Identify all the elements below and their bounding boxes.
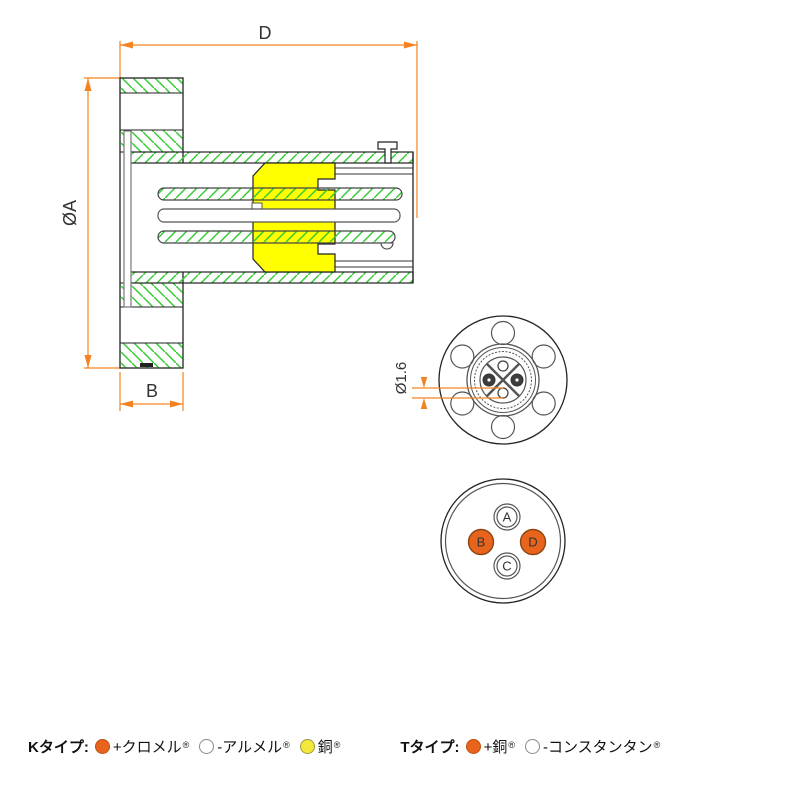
- dimension-pin-diameter: Ø1.6: [393, 362, 503, 409]
- dimension-d-label: D: [259, 23, 272, 43]
- dimension-pin-diameter-label: Ø1.6: [393, 362, 410, 395]
- pin-d: D: [519, 528, 547, 556]
- dimension-a: ØA: [60, 77, 120, 369]
- chromel-text: +クロメル: [112, 739, 182, 756]
- legend-item-copper: 銅 ®: [299, 736, 341, 757]
- pin-d-label: D: [528, 535, 537, 550]
- cross-section-view: D ØA B: [60, 23, 418, 411]
- constantan-reg-mark: ®: [653, 739, 661, 750]
- copper-text: 銅: [317, 739, 333, 756]
- flange-end-view: Ø1.6: [393, 315, 568, 445]
- dimension-a-label: ØA: [60, 200, 80, 226]
- pin-b-label: B: [477, 535, 486, 550]
- weld-lip-plate: [123, 130, 132, 308]
- t-type-legend: Tタイプ: +銅 ® -コンスタンタン ®: [400, 736, 670, 757]
- pin-configuration-view: A B D C: [440, 478, 566, 604]
- pin-a: A: [493, 503, 521, 531]
- white-dot-icon: [199, 739, 215, 754]
- chromel-reg-mark: ®: [182, 739, 190, 750]
- alumel-reg-mark: ®: [283, 739, 290, 750]
- legend-item-alumel: -アルメル ®: [199, 736, 290, 757]
- tube-key: [377, 141, 398, 164]
- material-legend: Kタイプ: +クロメル ® -アルメル ® 銅 ® Tタイプ: +銅 ® -コン…: [28, 736, 788, 757]
- alumel-text: -アルメル: [217, 739, 283, 756]
- yellow-dot-icon: [299, 739, 315, 754]
- copper-reg-mark: ®: [333, 739, 341, 750]
- t-copper-text: +銅: [483, 739, 508, 756]
- t-type-label: Tタイプ:: [400, 739, 460, 756]
- pin-c-label: C: [502, 559, 511, 574]
- legend-item-t-copper: +銅 ®: [465, 736, 515, 757]
- center-cross: [486, 363, 520, 397]
- orange-dot-icon: [465, 739, 481, 754]
- dimension-b-label: B: [146, 381, 158, 401]
- end-view-pins: [482, 360, 524, 399]
- constantan-text: -コンスタンタン: [542, 739, 653, 756]
- pin-a-label: A: [503, 510, 512, 525]
- white-dot-icon: [524, 739, 540, 754]
- t-copper-reg-mark: ®: [508, 739, 515, 750]
- dimension-b: B: [119, 372, 184, 411]
- legend-item-constantan: -コンスタンタン ®: [524, 736, 661, 757]
- flange-edge-mark: [140, 363, 153, 367]
- k-type-label: Kタイプ:: [28, 739, 89, 756]
- technical-drawing: D ØA B: [60, 23, 568, 604]
- orange-dot-icon: [94, 739, 110, 754]
- thermocouple-pins-section: [157, 187, 403, 250]
- legend-item-chromel: +クロメル ®: [94, 736, 190, 757]
- pin-c: C: [493, 552, 521, 580]
- pin-b: B: [467, 528, 495, 556]
- dimension-d: D: [119, 23, 418, 218]
- k-type-legend: Kタイプ: +クロメル ® -アルメル ® 銅 ®: [28, 736, 350, 757]
- bolt-holes: [450, 320, 556, 440]
